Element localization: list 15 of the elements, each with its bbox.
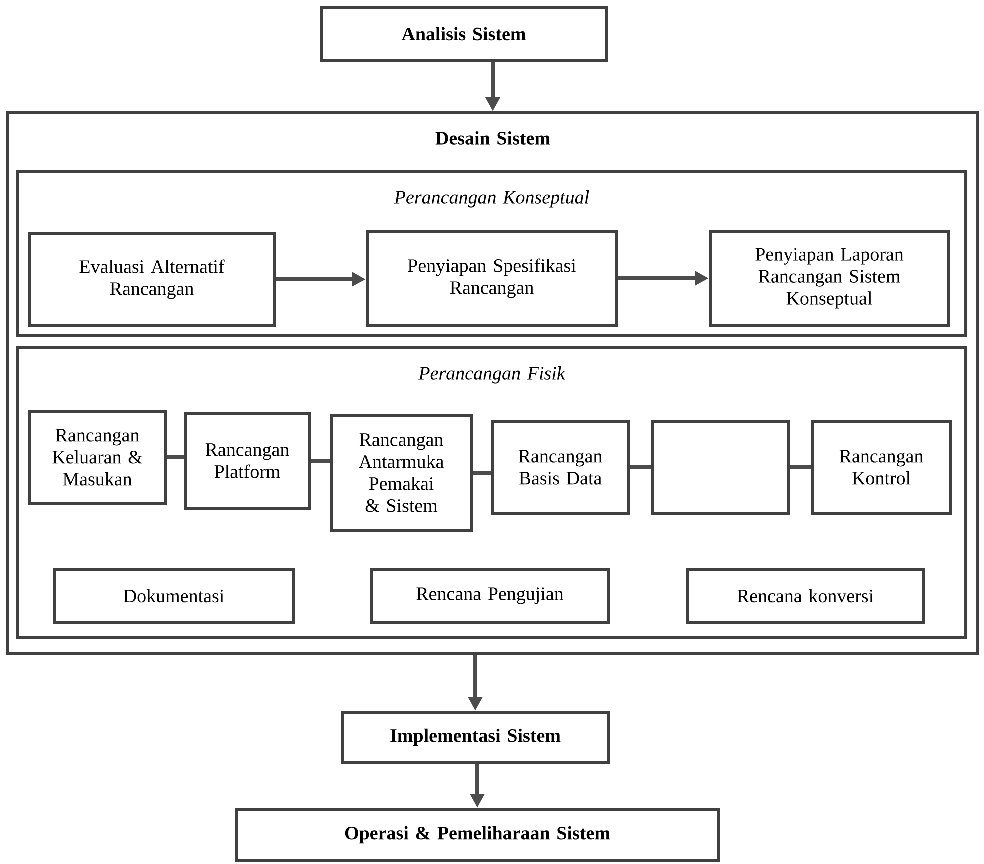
process-box: Rencana Pengujian [370, 568, 610, 624]
process-box: Rancangan Platform [184, 412, 311, 510]
process-box: Rancangan Kontrol [811, 420, 952, 515]
process-box: Penyiapan Spesifikasi Rancangan [366, 230, 618, 327]
process-box: Analisis Sistem [320, 6, 608, 62]
process-box: Rencana konversi [686, 568, 926, 624]
process-box: Dokumentasi [53, 568, 295, 624]
process-box: Evaluasi Alternatif Rancangan [28, 232, 276, 327]
process-box: Penyiapan Laporan Rancangan Sistem Konseptual [709, 230, 950, 327]
process-box: Rancangan Antarmuka Pemakai & Sistem [330, 414, 473, 532]
process-box: Rancangan Basis Data [491, 420, 630, 515]
process-box: Operasi & Pemeliharaan Sistem [235, 808, 720, 862]
process-box [651, 420, 790, 515]
process-box: Implementasi Sistem [341, 711, 610, 764]
process-box: Rancangan Keluaran & Masukan [28, 410, 167, 505]
